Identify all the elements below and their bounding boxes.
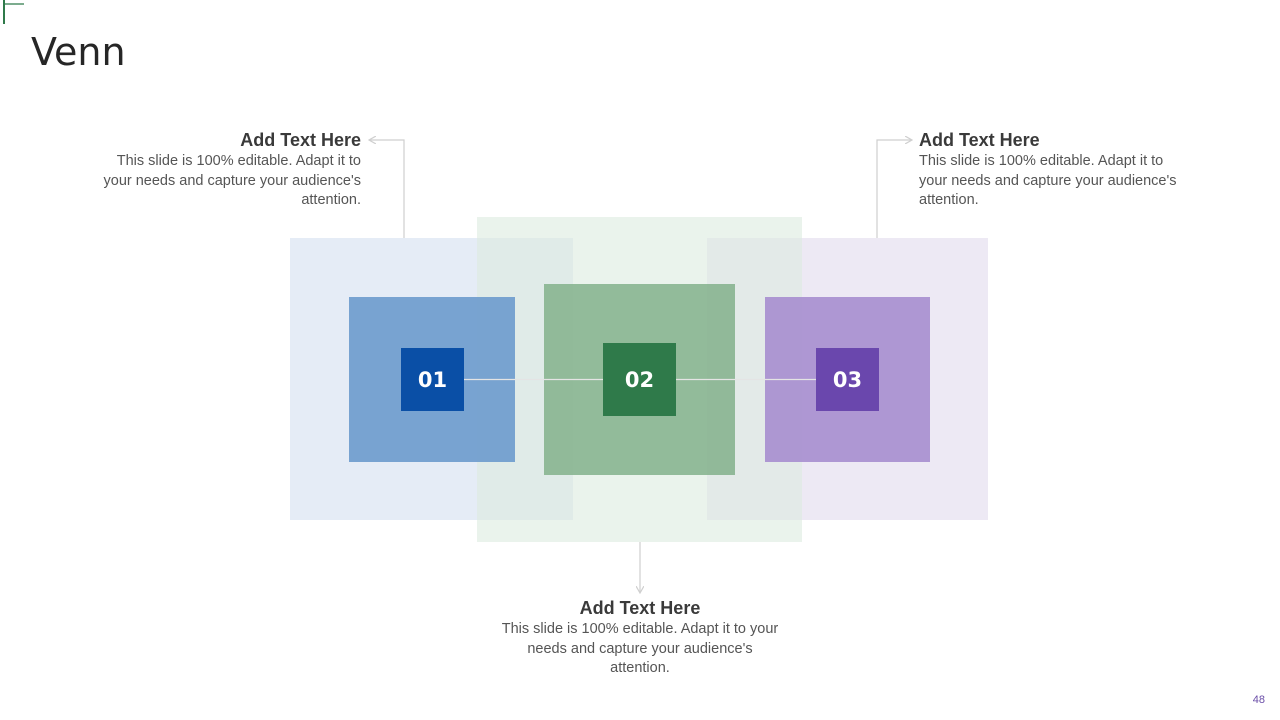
text-body: This slide is 100% editable. Adapt it to… (103, 153, 362, 208)
text-heading: Add Text Here (919, 130, 1040, 150)
venn-badge-2: 02 (603, 343, 676, 416)
text-block-01: Add Text Here This slide is 100% editabl… (95, 129, 362, 211)
callout-arrow-right (876, 140, 911, 238)
text-block-03: Add Text Here This slide is 100% editabl… (919, 129, 1185, 211)
venn-badge-1: 01 (401, 348, 464, 411)
text-block-02: Add Text Here This slide is 100% editabl… (500, 597, 780, 679)
text-heading: Add Text Here (579, 598, 701, 618)
slide-title: Venn (31, 30, 126, 74)
text-heading: Add Text Here (240, 130, 361, 150)
venn-badge-number: 02 (625, 368, 654, 392)
text-body: This slide is 100% editable. Adapt it to… (919, 153, 1177, 208)
page-number: 48 (1252, 694, 1265, 706)
text-body: This slide is 100% editable. Adapt it to… (501, 621, 779, 676)
corner-accent-icon (3, 0, 24, 24)
venn-badge-number: 01 (418, 368, 447, 392)
venn-badge-3: 03 (816, 348, 879, 411)
callout-arrow-left (370, 140, 405, 238)
venn-badge-number: 03 (833, 368, 862, 392)
